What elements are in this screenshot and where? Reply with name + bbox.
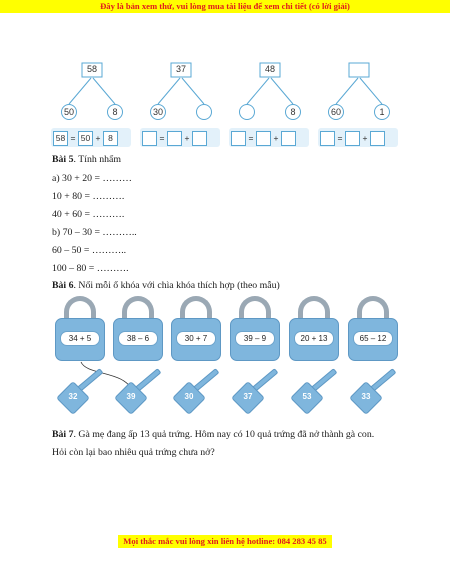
padlock[interactable]: 65 – 12: [348, 296, 398, 362]
tree-top-value: [350, 62, 368, 77]
tree-right-value: 8: [290, 107, 296, 117]
equation-cell[interactable]: [345, 130, 360, 146]
key[interactable]: 37: [231, 368, 284, 415]
padlock-label: 20 + 13: [294, 331, 334, 346]
padlock[interactable]: 39 – 9: [230, 296, 280, 362]
equation-cell[interactable]: [256, 130, 271, 146]
bai7-line2: Hỏi còn lại bao nhiêu quả trứng chưa nở?: [52, 447, 215, 458]
plus-sign: +: [362, 133, 368, 143]
tree-top-value: 48: [264, 64, 275, 74]
bai5-title: Bài 5: [52, 154, 74, 165]
key-value: 30: [184, 392, 194, 401]
padlock[interactable]: 38 – 6: [113, 296, 163, 362]
equation-cell[interactable]: [192, 130, 207, 146]
number-tree-1: 58 50 8: [53, 62, 133, 120]
equation-cell[interactable]: 8: [103, 130, 118, 146]
tree-right-value: 8: [112, 107, 118, 117]
plus-sign: +: [95, 133, 101, 143]
key-value: 37: [243, 392, 253, 401]
equation-row-2: = +: [142, 129, 207, 147]
key[interactable]: 30: [172, 368, 225, 415]
equals-sign: =: [337, 133, 343, 143]
number-tree-4: 60 1: [320, 62, 400, 120]
tree-left-value: 30: [152, 107, 163, 117]
key[interactable]: 33: [349, 368, 402, 415]
tree-right-value: [196, 104, 212, 120]
equation-cell[interactable]: [142, 130, 157, 146]
equation-cell[interactable]: [370, 130, 385, 146]
bai7-heading: Bài 7. Gà mẹ đang ấp 13 quả trứng. Hôm n…: [52, 429, 374, 441]
bai5-line: 40 + 60 = ……….: [52, 209, 125, 220]
bai5-line: 10 + 80 = ……….: [52, 191, 125, 202]
equation-cell[interactable]: [231, 130, 246, 146]
padlock[interactable]: 34 + 5: [55, 296, 105, 362]
bai7-title: Bài 7: [52, 429, 74, 440]
tree-left-value: 50: [63, 107, 74, 117]
hotline-banner: Mọi thắc mắc vui lòng xin liên hệ hotlin…: [118, 535, 332, 548]
tree-top-value: 58: [86, 64, 97, 74]
equation-cell[interactable]: 58: [53, 130, 68, 146]
padlock-label: 65 – 12: [353, 331, 393, 346]
key[interactable]: 39: [114, 368, 167, 415]
padlock[interactable]: 20 + 13: [289, 296, 339, 362]
bai5-line: 60 – 50 = ………..: [52, 245, 127, 256]
plus-sign: +: [184, 133, 190, 143]
equation-cell[interactable]: [167, 130, 182, 146]
key-value: 32: [68, 392, 78, 401]
padlock[interactable]: 30 + 7: [171, 296, 221, 362]
tree-left-value: [239, 104, 255, 120]
bai5-line: 100 – 80 = ……….: [52, 263, 129, 274]
padlock-label: 38 – 6: [118, 331, 158, 346]
tree-left-value: 60: [330, 107, 341, 117]
bai6-heading: Bài 6. Nối mỗi ổ khóa với chìa khóa thíc…: [52, 280, 280, 292]
lock-key-matching: 34 + 5 38 – 6 30 + 7 39 – 9 20 + 13 65 –…: [55, 296, 405, 426]
tree-right-value: 1: [379, 107, 385, 117]
plus-sign: +: [273, 133, 279, 143]
key[interactable]: 53: [290, 368, 343, 415]
padlock-label: 30 + 7: [176, 331, 216, 346]
bai6-instruction: . Nối mỗi ổ khóa với chìa khóa thích hợp…: [73, 280, 280, 291]
key[interactable]: 32: [56, 368, 109, 415]
equation-cell[interactable]: [281, 130, 296, 146]
equals-sign: =: [159, 133, 165, 143]
bai5-line: a) 30 + 20 = ………: [52, 173, 132, 184]
bai5-line: b) 70 – 30 = ………..: [52, 227, 137, 238]
equation-cell[interactable]: 50: [78, 130, 93, 146]
equation-cell[interactable]: [320, 130, 335, 146]
bai5-heading: Bài 5. Tính nhẩm: [52, 154, 121, 166]
preview-banner: Đây là bản xem thử, vui lòng mua tài liệ…: [0, 0, 450, 13]
key-value: 33: [361, 392, 371, 401]
padlock-label: 34 + 5: [60, 331, 100, 346]
key-value: 39: [126, 392, 136, 401]
bai5-instruction: . Tính nhẩm: [73, 154, 121, 165]
equation-row-3: = +: [231, 129, 296, 147]
bai7-line1: . Gà mẹ đang ấp 13 quả trứng. Hôm nay có…: [73, 429, 375, 440]
equals-sign: =: [248, 133, 254, 143]
number-tree-3: 48 8: [231, 62, 311, 120]
padlock-label: 39 – 9: [235, 331, 275, 346]
number-tree-2: 37 30: [142, 62, 222, 120]
bai6-title: Bài 6: [52, 280, 74, 291]
equation-row-4: = +: [320, 129, 385, 147]
equals-sign: =: [70, 133, 76, 143]
tree-top-value: 37: [175, 64, 186, 74]
equation-row-1: 58 = 50 + 8: [53, 129, 118, 147]
key-value: 53: [302, 392, 312, 401]
